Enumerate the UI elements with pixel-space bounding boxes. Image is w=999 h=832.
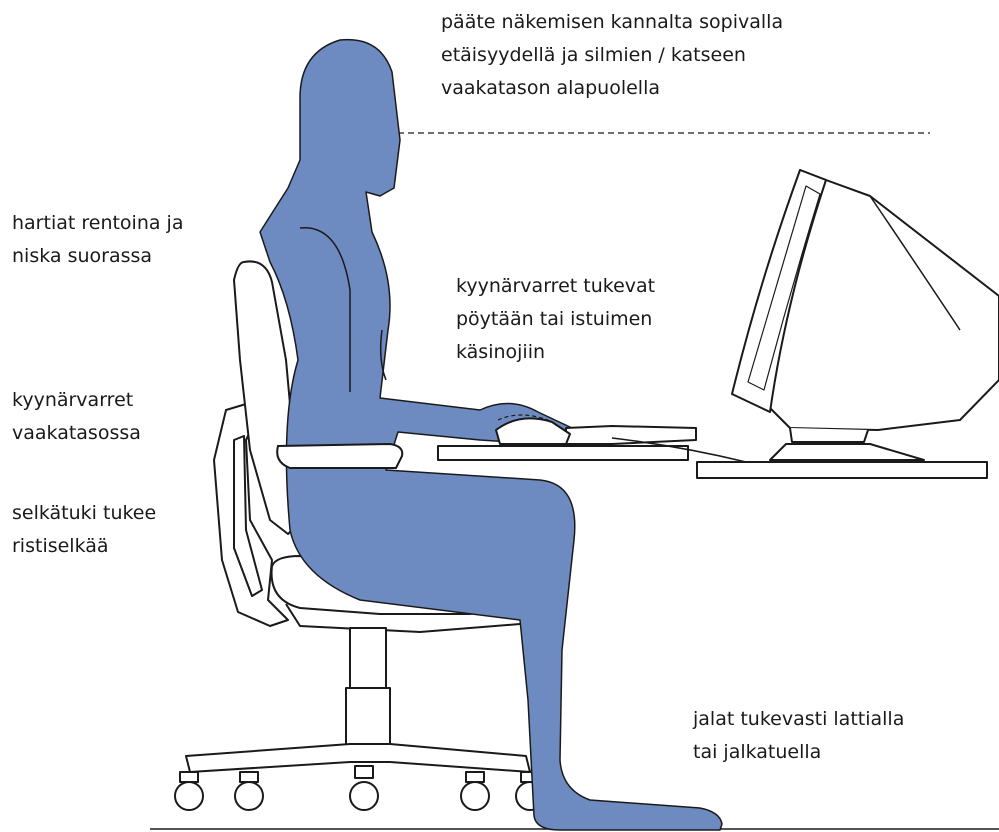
label-backrest: selkätuki tukee ristiselkää [12,497,156,563]
label-line: etäisyydellä ja silmien / katseen [441,39,783,72]
label-forearms-level: kyynärvarret vaakatasossa [12,384,141,450]
label-line: pääte näkemisen kannalta sopivalla [441,6,783,39]
label-line: tai jalkatuella [693,736,904,769]
caster-1 [175,772,203,810]
label-forearms-support: kyynärvarret tukevat pöytään tai istuime… [456,270,655,369]
monitor-stand-base [770,444,924,460]
keyboard [566,426,696,444]
monitor-desk [697,462,987,478]
label-line: vaakatasossa [12,417,141,450]
label-monitor-position: pääte näkemisen kannalta sopivalla etäis… [441,6,783,105]
keyboard-tray [438,446,688,460]
label-line: niska suorassa [12,240,183,273]
caster-3 [350,766,378,810]
label-shoulders: hartiat rentoina ja niska suorassa [12,207,183,273]
label-line: kyynärvarret tukevat [456,270,655,303]
crt-monitor [732,170,999,460]
monitor-stand-neck [790,428,868,442]
label-line: pöytään tai istuimen [456,303,655,336]
label-line: käsinojiin [456,336,655,369]
label-line: hartiat rentoina ja [12,207,183,240]
chair-armrest [277,444,402,468]
label-line: vaakatason alapuolella [441,72,783,105]
label-line: ristiselkää [12,530,156,563]
caster-2 [235,772,263,810]
label-line: jalat tukevasti lattialla [693,703,904,736]
label-line: selkätuki tukee [12,497,156,530]
label-line: kyynärvarret [12,384,141,417]
label-feet: jalat tukevasti lattialla tai jalkatuell… [693,703,904,769]
chair-column-top [350,628,386,688]
caster-4 [461,772,489,810]
chair-column-bottom [346,688,390,748]
